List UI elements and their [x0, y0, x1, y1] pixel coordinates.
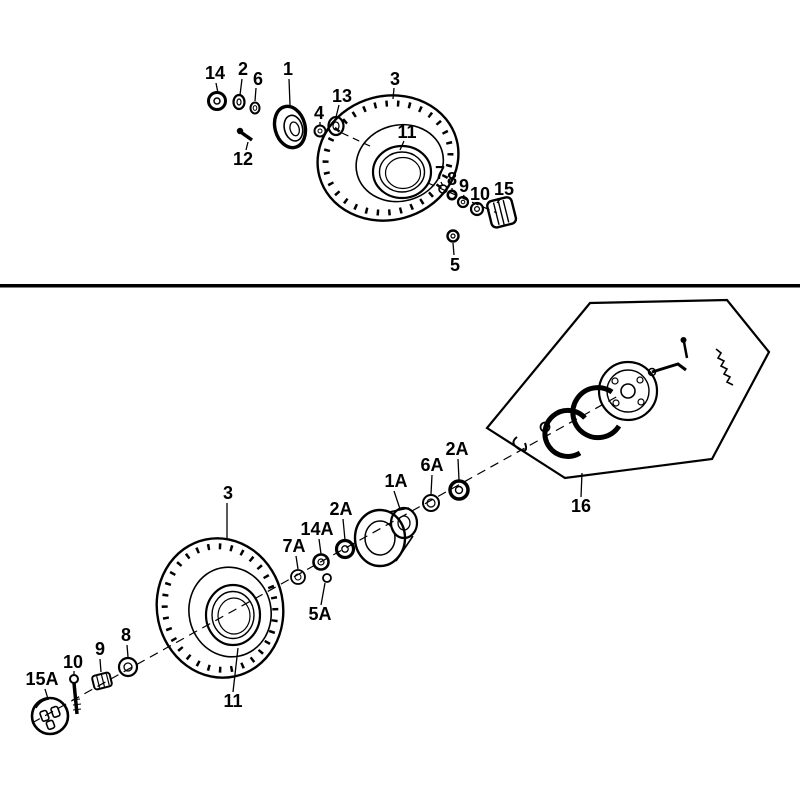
part-label-3: 3	[223, 483, 233, 503]
part-10-axle-bolt	[69, 674, 82, 715]
part-12-bolt	[236, 127, 254, 142]
front-tire-tread-knobs	[322, 100, 454, 216]
part-label-10: 10	[63, 652, 83, 672]
leader-line-2	[239, 78, 243, 96]
leader-line-12	[245, 141, 249, 151]
leader-line-5A	[320, 582, 326, 606]
rear-wheel-rim	[204, 583, 262, 647]
leader-line-14A	[318, 538, 322, 555]
part-2-washer	[232, 93, 246, 111]
section-divider	[0, 284, 800, 288]
top-axis-centerline	[341, 132, 373, 148]
leader-line-15A	[44, 688, 49, 700]
leader-line-6	[254, 87, 257, 102]
part-label-9: 9	[459, 176, 469, 196]
leader-line-16	[580, 472, 583, 498]
part-8-washer	[117, 656, 139, 678]
part-15a-hubcap	[30, 696, 70, 736]
part-label-2: 2	[238, 59, 248, 79]
leader-line-2A	[342, 518, 346, 541]
leader-line-7A	[295, 555, 299, 570]
part-label-5A: 5A	[308, 604, 331, 624]
panel-bolt	[680, 337, 689, 359]
part-label-9: 9	[95, 639, 105, 659]
part-label-8: 8	[447, 169, 457, 189]
part-label-15A: 15A	[25, 669, 58, 689]
part-label-11: 11	[397, 122, 416, 142]
part-label-14A: 14A	[300, 519, 333, 539]
part-label-7: 7	[435, 163, 445, 183]
part-label-7A: 7A	[282, 536, 305, 556]
brake-shoe-left	[542, 407, 587, 459]
part-label-8: 8	[121, 625, 131, 645]
leader-line-2A	[457, 458, 460, 481]
brake-assembly-panel	[485, 298, 771, 480]
leader-line-10	[476, 202, 479, 206]
part-14-locknut	[207, 91, 227, 111]
part-label-6: 6	[253, 69, 263, 89]
part-label-4: 4	[314, 103, 324, 123]
front-wheel-rim	[371, 144, 433, 200]
part-10-nut	[469, 201, 485, 217]
part-5a-nut	[322, 573, 332, 583]
leader-line-5	[452, 242, 455, 256]
part-14a-washer	[312, 553, 330, 571]
part-15-roller-bearing	[486, 196, 518, 229]
leader-line-9	[462, 194, 465, 199]
leader-line-11	[399, 140, 405, 151]
leader-line-13	[335, 104, 340, 118]
part-label-6A: 6A	[420, 455, 443, 475]
leader-line-1	[288, 78, 291, 106]
part-label-3: 3	[390, 69, 400, 89]
leader-line-14	[215, 82, 219, 94]
leader-line-11	[232, 647, 239, 693]
leader-line-1A	[393, 490, 401, 510]
part-1-wheel-hub	[272, 104, 308, 150]
part-2a-bearing-outer	[448, 479, 470, 501]
retainer-clip	[512, 436, 528, 452]
part-label-5: 5	[450, 255, 460, 275]
part-5-nut	[446, 229, 460, 243]
bottom-assembly	[30, 298, 771, 736]
brake-drum	[597, 360, 659, 422]
top-assembly	[207, 91, 518, 243]
return-spring	[715, 348, 734, 386]
leader-line-7	[440, 181, 444, 187]
part-6-washer	[249, 101, 261, 115]
brake-lever	[647, 362, 687, 377]
rear-tire-tread-knobs	[161, 543, 279, 673]
leader-line-9	[99, 658, 102, 673]
part-label-13: 13	[332, 86, 352, 106]
part-9-bushing	[91, 671, 113, 691]
bottom-axis-centerline	[31, 395, 619, 724]
part-label-14: 14	[205, 63, 225, 83]
part-label-2A: 2A	[329, 499, 352, 519]
part-1a-hub	[353, 506, 419, 568]
part-label-10: 10	[470, 184, 490, 204]
part-2a-bearing-inner	[334, 538, 356, 560]
part-label-1A: 1A	[384, 471, 407, 491]
part-label-15: 15	[494, 179, 514, 199]
part-label-2A: 2A	[445, 439, 468, 459]
leader-line-6A	[430, 474, 433, 495]
part-3-front-tire	[316, 94, 460, 222]
part-6a-washer	[422, 494, 440, 512]
leader-line-15	[496, 197, 502, 204]
leader-line-3	[392, 87, 395, 100]
panel-washer	[539, 421, 551, 433]
brake-shoe-right	[570, 385, 622, 441]
part-8-spacer	[446, 189, 458, 201]
part-label-12: 12	[233, 149, 253, 169]
part-label-1: 1	[283, 59, 293, 79]
part-label-16: 16	[571, 496, 591, 516]
part-label-11: 11	[223, 691, 242, 711]
part-7a-washer	[290, 569, 306, 585]
leader-line-8	[126, 644, 129, 658]
